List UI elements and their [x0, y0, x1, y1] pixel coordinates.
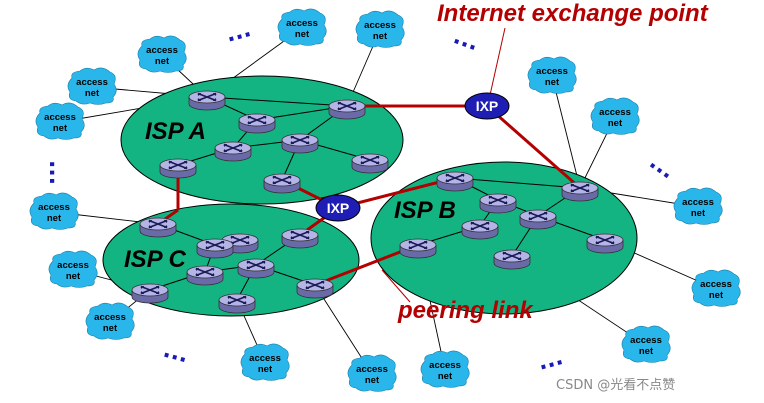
svg-text:access: access: [700, 279, 732, 290]
access-nets: access net access net access net access …: [29, 8, 741, 392]
isp-a-label: ISP A: [145, 118, 206, 145]
router-icon: [461, 219, 499, 240]
svg-text:access: access: [38, 202, 70, 213]
svg-text:access: access: [94, 312, 126, 323]
router-icon: [436, 171, 474, 192]
router-icon: [186, 265, 224, 286]
svg-text:access: access: [599, 107, 631, 118]
access-net: access net: [355, 10, 405, 49]
access-net: access net: [420, 350, 470, 388]
svg-text:net: net: [545, 77, 560, 88]
svg-text:access: access: [76, 77, 108, 88]
dots-icon: ...: [223, 17, 254, 48]
router-icon: [351, 153, 389, 174]
access-net: access net: [35, 102, 85, 140]
router-icon: [586, 233, 624, 254]
peering-pointer-line: [381, 269, 411, 303]
ixp-middle: IXP: [315, 194, 361, 222]
access-net: access net: [590, 97, 640, 135]
dots-icon: ...: [44, 160, 69, 185]
svg-text:net: net: [365, 375, 380, 386]
svg-text:access: access: [44, 112, 76, 123]
watermark: CSDN @光看不点赞: [556, 377, 675, 393]
router-icon: [561, 181, 599, 202]
svg-text:access: access: [146, 45, 178, 56]
router-icon: [519, 209, 557, 230]
peering-link-label: peering link: [397, 297, 534, 324]
router-icon: [196, 238, 234, 259]
svg-text:net: net: [103, 323, 118, 334]
svg-text:net: net: [258, 364, 273, 375]
access-net: access net: [240, 343, 290, 381]
svg-text:net: net: [373, 31, 388, 42]
ixp-icon: [315, 194, 361, 222]
access-net: access net: [29, 192, 79, 230]
svg-text:access: access: [429, 360, 461, 371]
svg-text:access: access: [682, 197, 714, 208]
router-icon: [263, 173, 301, 194]
svg-text:net: net: [691, 208, 706, 219]
ixp-top: IXP: [464, 92, 510, 120]
router-icon: [328, 99, 366, 120]
router-icon: [296, 278, 334, 299]
svg-text:net: net: [53, 123, 68, 134]
ixp-icon: [464, 92, 510, 120]
dots-icon: ...: [450, 24, 482, 56]
router-icon: [218, 293, 256, 314]
access-net: access net: [48, 250, 98, 288]
svg-text:access: access: [249, 353, 281, 364]
access-net: access net: [621, 325, 671, 363]
svg-text:net: net: [709, 290, 724, 301]
router-icon: [237, 258, 275, 279]
access-net: access net: [347, 354, 397, 392]
access-net: access net: [137, 35, 187, 74]
isp-c-label: ISP C: [124, 246, 186, 273]
dots-icon: ...: [645, 149, 680, 184]
svg-text:net: net: [295, 29, 310, 40]
svg-text:net: net: [47, 213, 62, 224]
ixp-pointer-line: [489, 27, 506, 96]
access-net: access net: [673, 187, 723, 225]
svg-text:access: access: [536, 66, 568, 77]
router-icon: [281, 133, 319, 154]
svg-text:net: net: [639, 346, 654, 357]
svg-text:access: access: [356, 364, 388, 375]
svg-text:net: net: [608, 118, 623, 129]
router-icon: [188, 90, 226, 111]
router-icon: [139, 217, 177, 238]
access-net: access net: [527, 56, 577, 95]
router-icon: [238, 113, 276, 134]
svg-text:access: access: [630, 335, 662, 346]
svg-text:net: net: [155, 56, 170, 67]
router-icon: [281, 228, 319, 249]
access-net: access net: [691, 269, 741, 307]
ixp-label: IXP: [476, 98, 499, 114]
access-net: access net: [67, 67, 117, 106]
ixp-label: IXP: [327, 200, 350, 216]
svg-text:net: net: [438, 371, 453, 382]
svg-text:net: net: [66, 271, 81, 282]
svg-text:access: access: [286, 18, 318, 29]
isp-b-label: ISP B: [394, 197, 456, 224]
router-icon: [399, 238, 437, 259]
router-icon: [131, 283, 169, 304]
access-net: access net: [85, 302, 135, 340]
access-net: access net: [277, 8, 327, 47]
svg-text:access: access: [364, 20, 396, 31]
svg-text:net: net: [85, 88, 100, 99]
dots-icon: ...: [160, 338, 191, 369]
router-icon: [214, 141, 252, 162]
router-icon: [479, 193, 517, 214]
internet-exchange-point-label: Internet exchange point: [437, 0, 709, 27]
dots-icon: ...: [535, 345, 566, 376]
router-icon: [493, 249, 531, 270]
router-icon: [159, 158, 197, 179]
svg-text:access: access: [57, 260, 89, 271]
